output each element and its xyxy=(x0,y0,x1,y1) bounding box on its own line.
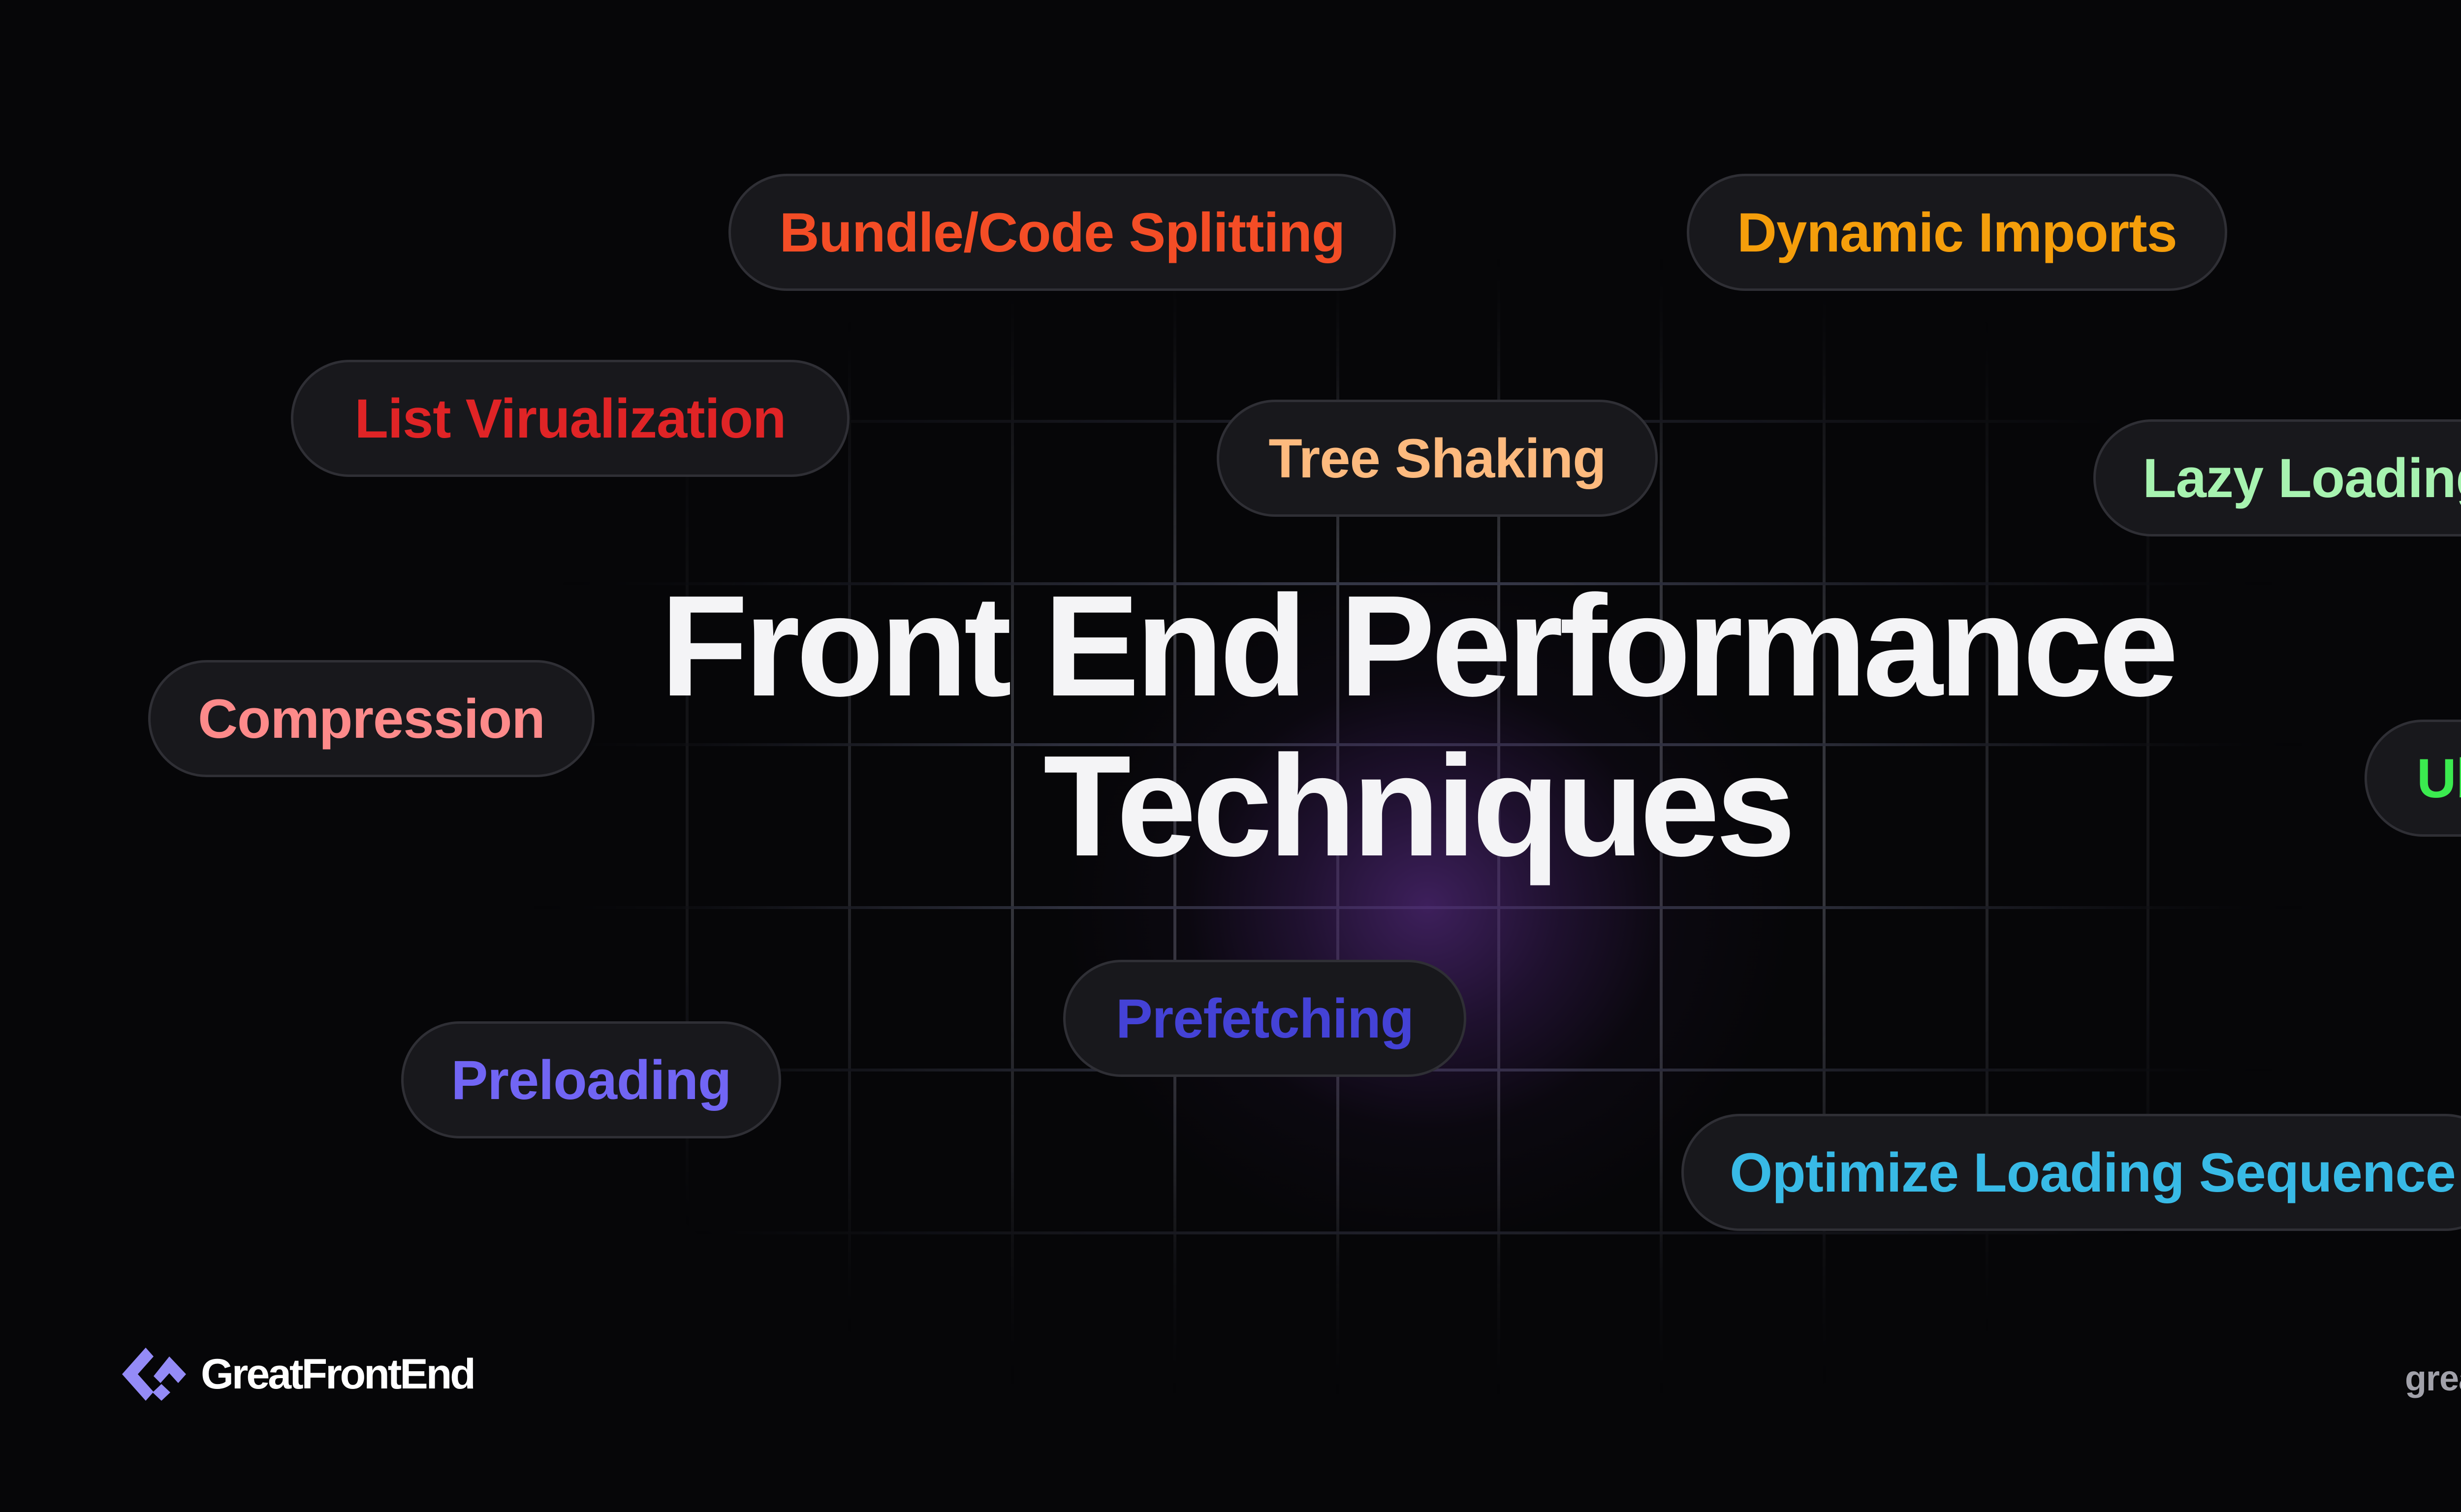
technique-pill[interactable]: Uber xyxy=(2365,720,2461,837)
technique-pill[interactable]: Lazy Loading xyxy=(2093,419,2461,536)
technique-pill[interactable]: Optimize Loading Sequence xyxy=(1681,1114,2461,1231)
technique-pill[interactable]: Bundle/Code Splitting xyxy=(728,174,1396,291)
technique-pill[interactable]: Dynamic Imports xyxy=(1687,174,2227,291)
grid-line-horizontal xyxy=(525,1231,2310,1234)
technique-pill-label: Lazy Loading xyxy=(2143,447,2461,509)
technique-pill-label: Bundle/Code Splitting xyxy=(779,201,1346,263)
title-line-2: Techniques xyxy=(1043,725,1796,886)
technique-pill-label: Preloading xyxy=(451,1049,732,1111)
title-line-1: Front End Performance xyxy=(660,566,2179,726)
greatfrontend-logo-icon xyxy=(122,1348,186,1401)
technique-pill[interactable]: Tree Shaking xyxy=(1217,400,1658,517)
technique-pill-label: Optimize Loading Sequence xyxy=(1730,1141,2456,1203)
technique-pill-label: Tree Shaking xyxy=(1268,427,1606,489)
technique-pill[interactable]: Compression xyxy=(148,660,595,777)
technique-pill-label: List Virualization xyxy=(354,387,786,449)
page-title: Front End Performance Techniques xyxy=(0,566,2461,886)
technique-pill[interactable]: Preloading xyxy=(401,1021,781,1138)
technique-pill-label: Dynamic Imports xyxy=(1737,201,2177,263)
technique-pill[interactable]: List Virualization xyxy=(291,360,850,477)
site-url[interactable]: greatfrontend.com xyxy=(2404,1359,2461,1398)
grid-line-horizontal xyxy=(525,906,2310,909)
brand-name: GreatFrontEnd xyxy=(201,1351,476,1398)
brand-logo[interactable]: GreatFrontEnd xyxy=(122,1348,476,1401)
technique-pill-label: Compression xyxy=(198,688,545,750)
technique-pill[interactable]: Prefetching xyxy=(1063,960,1466,1077)
technique-pill-label: Uber xyxy=(2416,747,2461,809)
technique-pill-label: Prefetching xyxy=(1115,987,1414,1049)
